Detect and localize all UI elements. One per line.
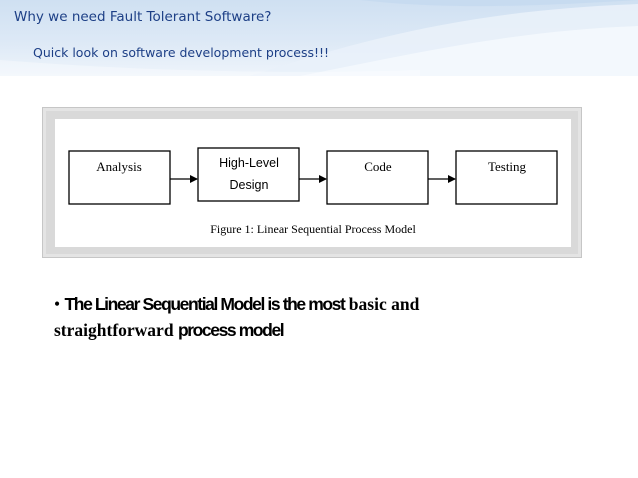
- design-box: High-Level Design: [197, 147, 300, 202]
- bullet-part-2: basic and: [348, 294, 420, 314]
- figure-image: Analysis High-Level Design Code Testing: [55, 119, 571, 247]
- slide-header: Why we need Fault Tolerant Software? Qui…: [0, 0, 638, 76]
- design-label-line1: High-Level: [219, 156, 279, 170]
- analysis-box: Analysis: [68, 150, 171, 205]
- figure-caption: Figure 1: Linear Sequential Process Mode…: [210, 222, 416, 236]
- figure-frame: Analysis High-Level Design Code Testing: [42, 107, 582, 258]
- slide-subtitle: Quick look on software development proce…: [33, 45, 329, 60]
- bullet-part-3: straightforward: [54, 320, 174, 340]
- code-box: Code: [326, 150, 429, 205]
- code-label: Code: [364, 159, 392, 174]
- testing-label: Testing: [488, 159, 527, 174]
- bullet-part-4: process model: [177, 320, 285, 340]
- process-diagram: Analysis High-Level Design Code Testing: [68, 147, 558, 236]
- header-swoosh-decoration: [0, 0, 638, 76]
- bullet-marker: •: [54, 294, 61, 314]
- design-label-line2: Design: [230, 178, 269, 192]
- bullet-part-1: The Linear Sequential Model is the most: [64, 294, 346, 314]
- slide-title: Why we need Fault Tolerant Software?: [14, 9, 272, 25]
- analysis-label: Analysis: [96, 159, 142, 174]
- testing-box: Testing: [455, 150, 558, 205]
- bullet-text: • The Linear Sequential Model is the mos…: [54, 291, 574, 343]
